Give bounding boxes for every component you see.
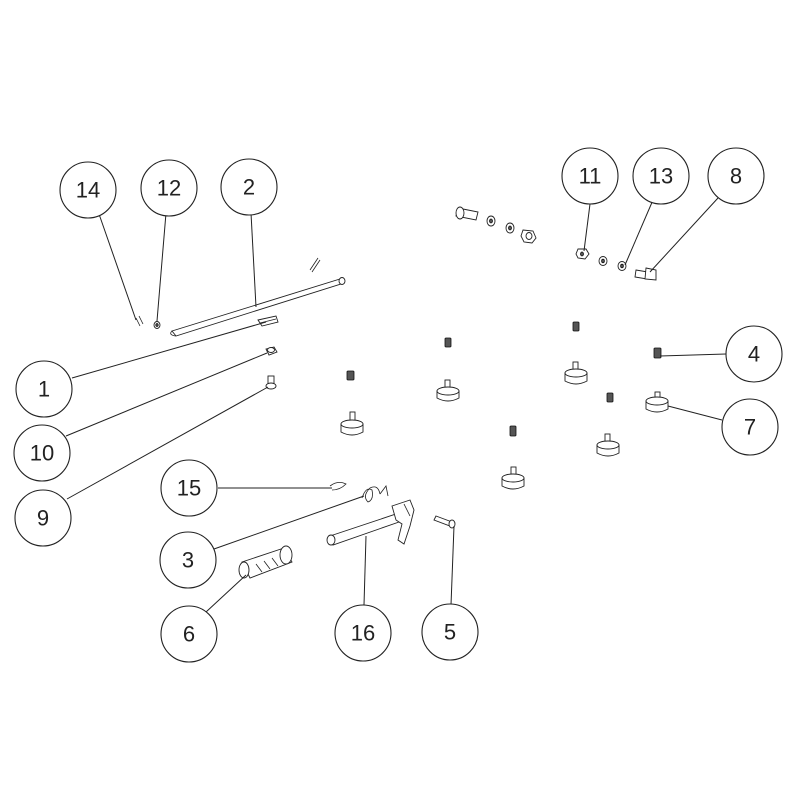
callout-label: 14 xyxy=(76,178,100,203)
callout-label: 11 xyxy=(579,164,602,189)
part-washer xyxy=(598,256,608,266)
part-knobs xyxy=(340,361,669,490)
part-8-bolt xyxy=(634,267,657,281)
callout-label: 8 xyxy=(730,164,742,189)
callout-10: 10 xyxy=(13,424,71,482)
leader-lines xyxy=(65,197,727,613)
callout-16: 16 xyxy=(334,604,392,662)
callout-label: 16 xyxy=(351,621,375,646)
callout-label: 13 xyxy=(649,164,673,189)
callout-2: 2 xyxy=(220,158,278,216)
part-5-pin xyxy=(433,515,456,529)
callout-3: 3 xyxy=(159,531,217,589)
callout-label: 6 xyxy=(183,622,195,647)
part-13-washer xyxy=(617,261,627,271)
callout-label: 9 xyxy=(37,506,49,531)
callout-5: 5 xyxy=(421,603,479,661)
callout-label: 12 xyxy=(157,176,181,201)
callout-label: 5 xyxy=(444,620,456,645)
callout-12: 12 xyxy=(140,159,198,217)
callout-label: 15 xyxy=(177,476,201,501)
callout-7: 7 xyxy=(721,398,779,456)
callout-9: 9 xyxy=(14,489,72,547)
part-11-nut xyxy=(575,248,590,260)
part-top-bolt-assembly xyxy=(455,206,537,244)
callout-11: 11 xyxy=(561,147,619,205)
callout-label: 1 xyxy=(38,377,50,402)
callout-13: 13 xyxy=(632,147,690,205)
callout-label: 2 xyxy=(243,175,255,200)
callout-14: 14 xyxy=(59,161,117,219)
part-1-bracket xyxy=(257,315,279,327)
part-3-spring xyxy=(361,485,389,503)
part-2-rod xyxy=(170,257,346,337)
part-6-grip xyxy=(238,545,293,579)
callout-6: 6 xyxy=(160,605,218,663)
callout-8: 8 xyxy=(707,147,765,205)
part-springs xyxy=(346,321,662,437)
part-9-bolt xyxy=(265,375,277,390)
callout-label: 3 xyxy=(182,548,194,573)
part-16-lever xyxy=(326,499,415,546)
callout-4: 4 xyxy=(725,325,783,383)
part-10-nut xyxy=(265,346,278,356)
part-15-clip xyxy=(329,482,347,491)
callout-label: 7 xyxy=(744,415,756,440)
part-14-pin xyxy=(135,315,144,327)
callout-label: 4 xyxy=(748,342,760,367)
callout-label: 10 xyxy=(30,441,54,466)
part-12-washer xyxy=(153,321,161,329)
callout-15: 15 xyxy=(160,459,218,517)
callout-1: 1 xyxy=(15,360,73,418)
